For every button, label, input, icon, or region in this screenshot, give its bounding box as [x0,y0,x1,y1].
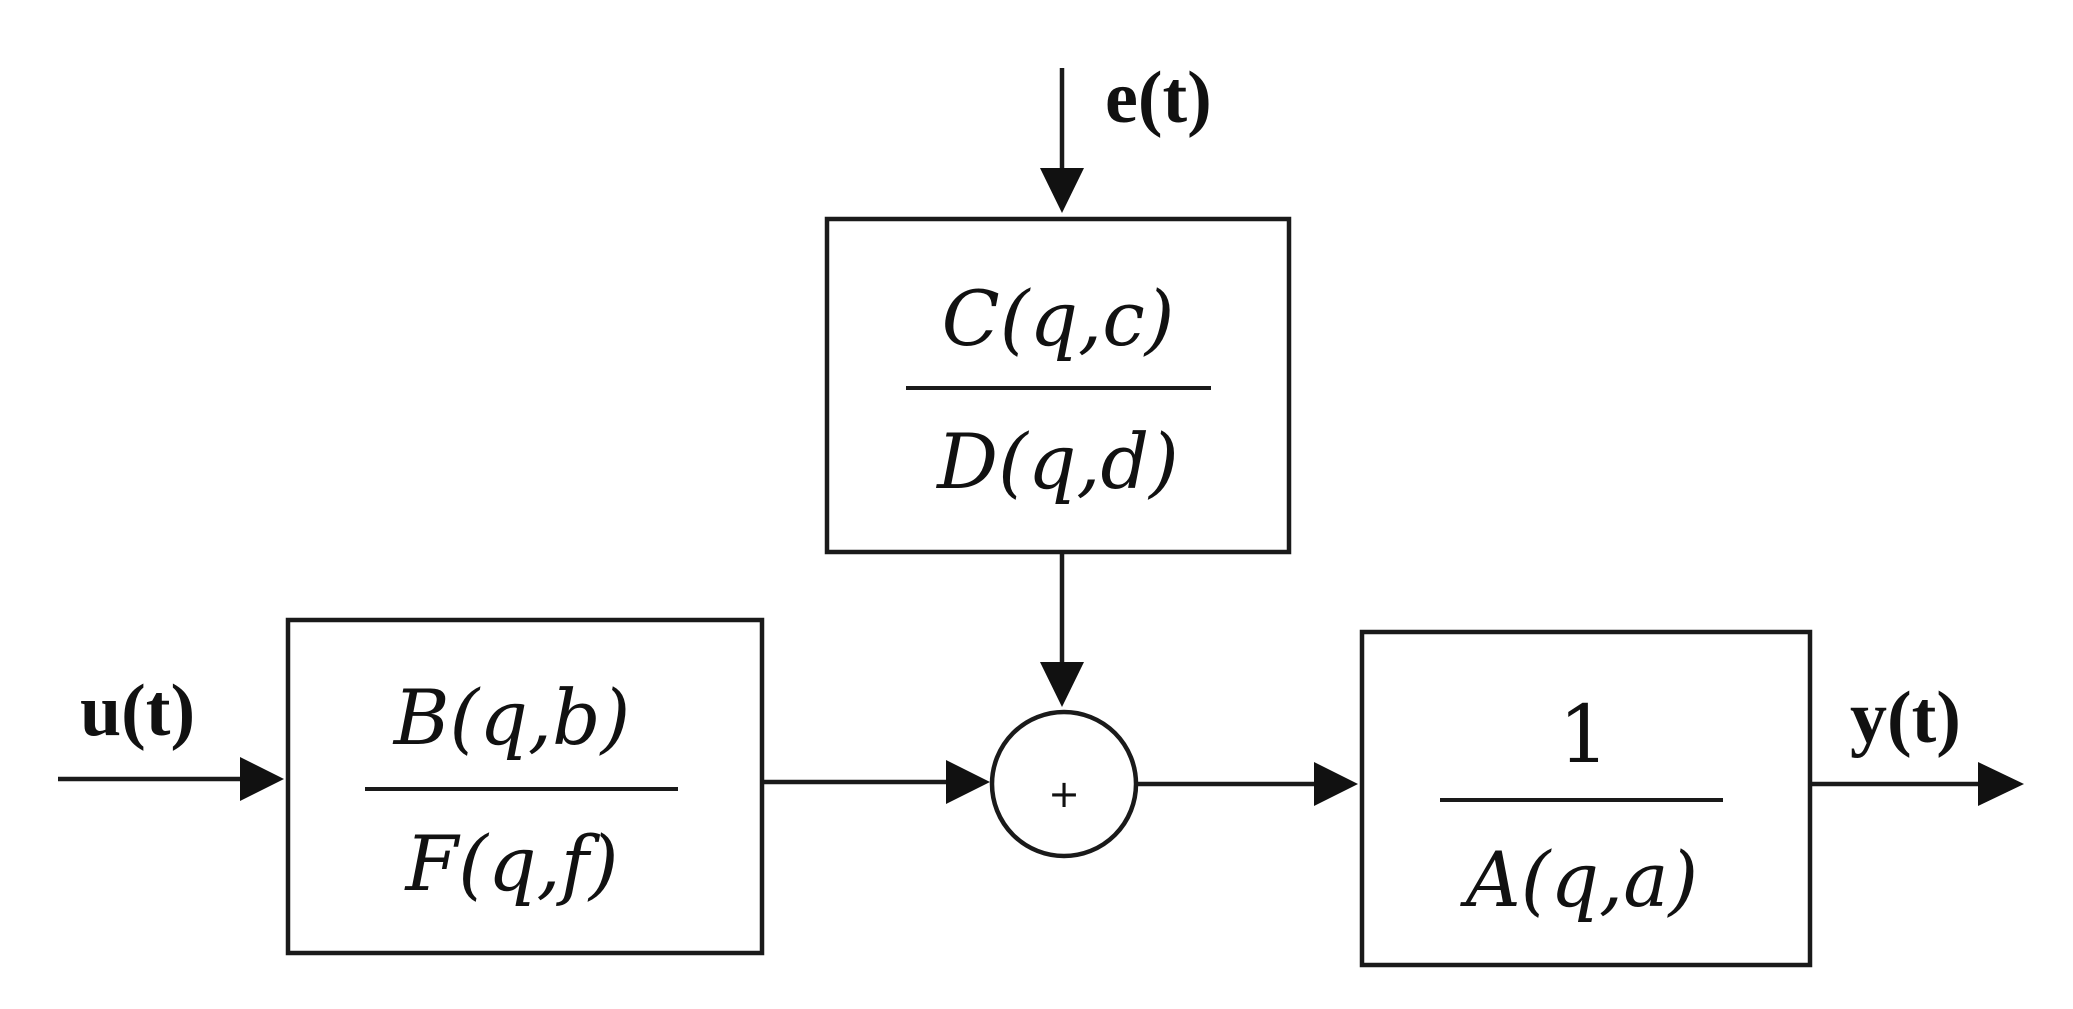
input-arrowhead [240,757,284,801]
summing-junction-sign: + [1048,772,1080,816]
noise-to-sum-arrowhead [1040,662,1084,707]
input-to-sum-arrowhead [946,760,990,804]
noise-transfer-block: C(q,c) D(q,d) [824,216,1292,555]
noise-signal-label: e(t) [1105,57,1212,139]
sum-to-output-block-arrowhead [1314,762,1358,806]
output-block-numerator: 1 [1559,688,1610,781]
noise-signal: e(t) [1040,57,1212,213]
input-block-frame [285,617,765,956]
noise-arrowhead [1040,168,1084,213]
noise-block-numerator: C(q,c) [942,274,1175,363]
summing-junction: + [989,709,1139,859]
output-arrowhead [1978,762,2024,806]
input-transfer-block: B(q,b) F(q,f) [285,617,765,956]
output-block-frame [1359,629,1813,968]
output-transfer-block: 1 A(q,a) [1359,629,1813,968]
input-block-denominator: F(q,f) [404,819,619,908]
noise-block-frame [824,216,1292,555]
noise-block-denominator: D(q,d) [935,417,1179,506]
input-block-numerator: B(q,b) [392,673,631,762]
input-signal: u(t) [58,670,284,801]
output-signal: y(t) [1810,677,2024,806]
output-block-denominator: A(q,a) [1460,835,1698,924]
output-signal-label: y(t) [1850,677,1961,759]
input-signal-label: u(t) [80,670,195,752]
